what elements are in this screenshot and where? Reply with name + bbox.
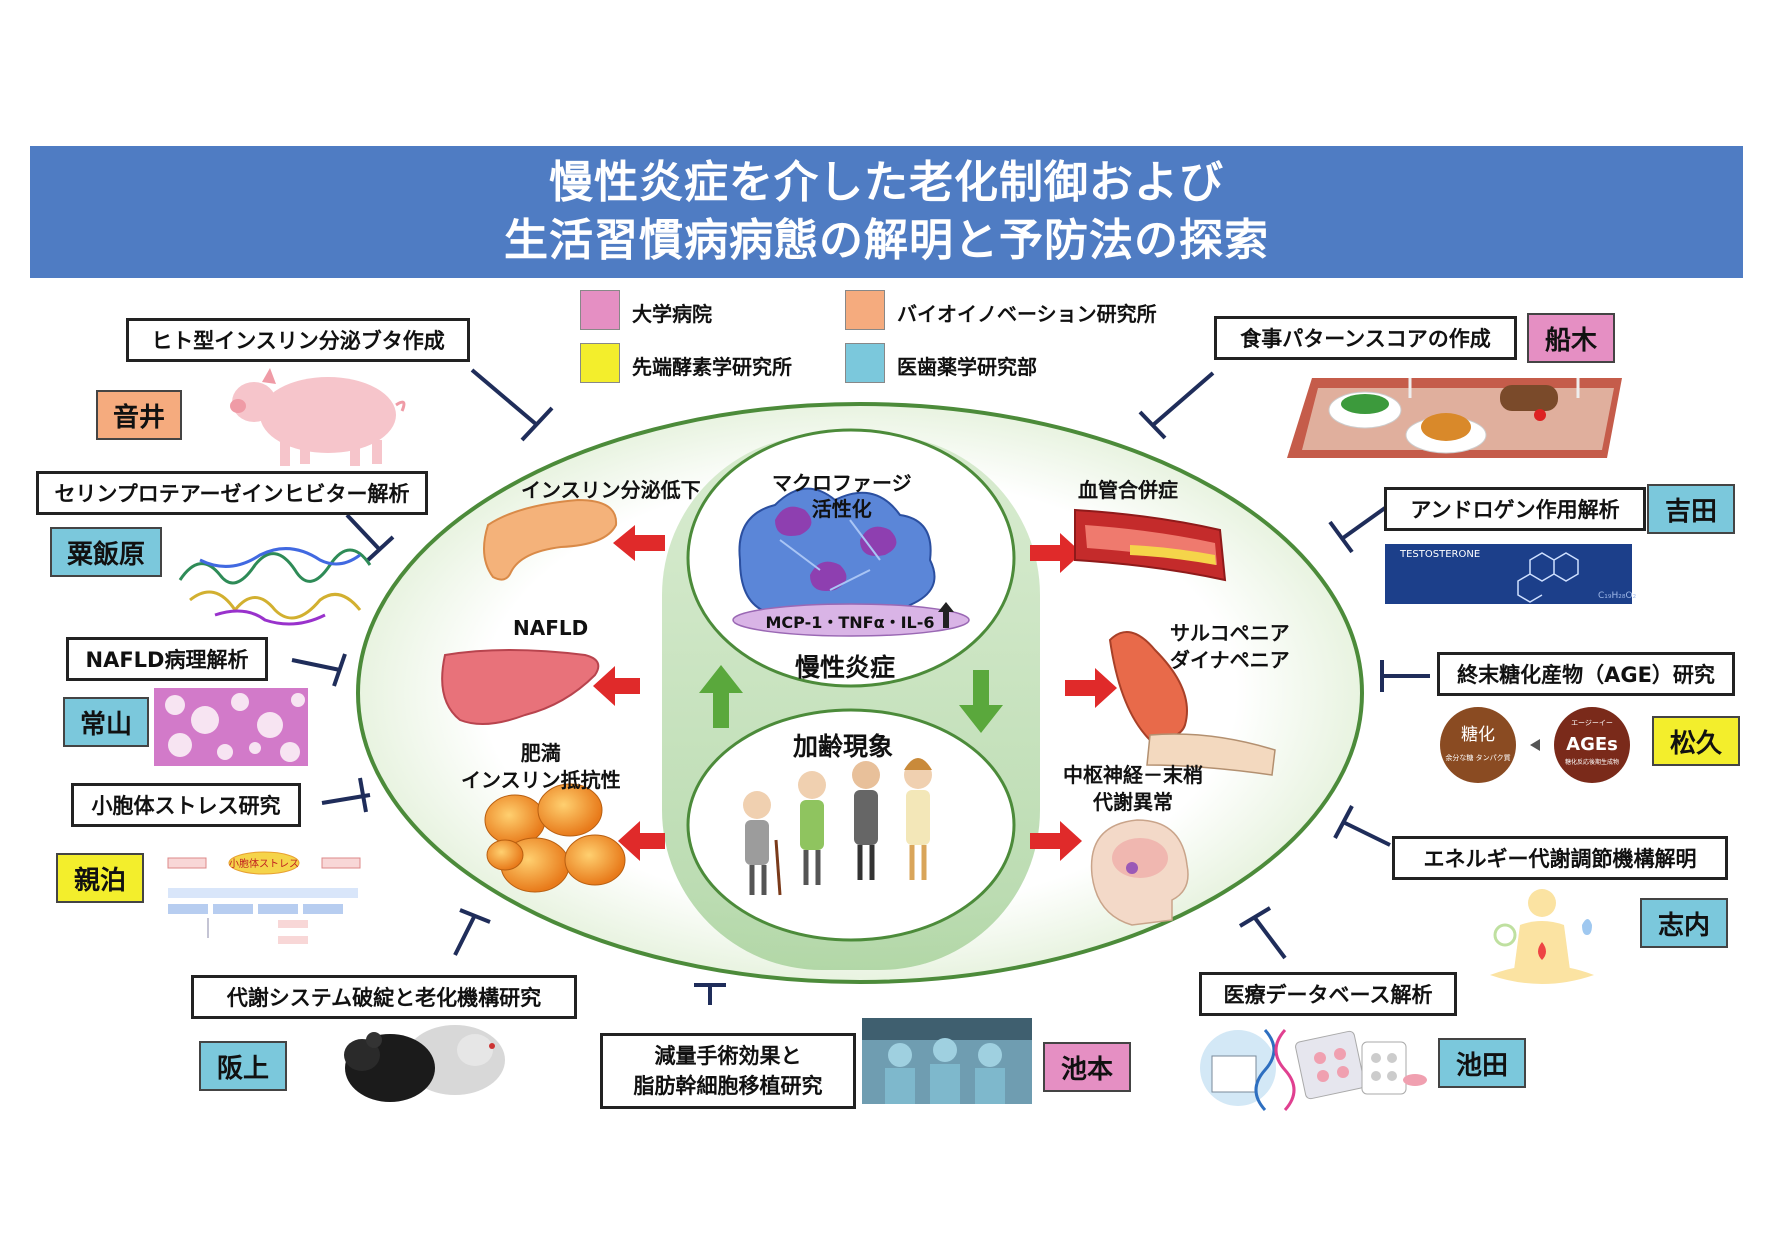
- macrophage-cells: [738, 487, 936, 626]
- topic-database: 医療データベース解析: [1199, 972, 1457, 1016]
- dinner-table-illustration: [1287, 378, 1622, 458]
- title-banner: 慢性炎症を介した老化制御および 生活習慣病病態の解明と予防法の探索: [30, 146, 1743, 278]
- neuro-label: 中枢神経－末梢 代謝異常: [1063, 762, 1203, 816]
- obesity-label: 肥満 インスリン抵抗性: [461, 740, 621, 794]
- person-tsuneyama: 常山: [63, 697, 149, 747]
- title-line-1: 慢性炎症を介した老化制御および: [549, 157, 1224, 208]
- liver-illustration: [441, 649, 600, 725]
- person-sakaue: 阪上: [199, 1041, 287, 1091]
- protein-structure-illustration: [178, 547, 372, 626]
- er-stress-chart-image: 小胞体ストレス: [166, 851, 361, 948]
- surgery-photo: [862, 1018, 1032, 1104]
- person-matsuhisa: 松久: [1652, 716, 1740, 766]
- sarcopenia-label: サルコペニア ダイナペニア: [1170, 620, 1290, 674]
- legend-label-enzyme: 先端酵素学研究所: [632, 355, 792, 379]
- red-arrow-pancreas-icon: [613, 525, 665, 561]
- ages-ruby-label: エージーイー: [1571, 719, 1613, 727]
- age-circles-illustration: 糖化 余分な糖 タンパク質 エージーイー AGEs 糖化反応後期生成物: [1440, 707, 1630, 783]
- nafld-histology-image: [154, 688, 308, 766]
- macrophage-label-line-1: マクロファージ: [772, 471, 912, 495]
- topic-er-stress: 小胞体ストレス研究: [71, 783, 301, 827]
- nafld-disease-label: NAFLD: [513, 616, 589, 640]
- brain-head-illustration: [1090, 819, 1189, 926]
- person-ikeda: 池田: [1438, 1038, 1526, 1088]
- glycation-sub-label: 余分な糖 タンパク質: [1445, 753, 1510, 762]
- cytokine-label: MCP-1・TNFα・IL-6: [765, 613, 935, 632]
- legend-label-bioinnovation: バイオイノベーション研究所: [897, 302, 1157, 326]
- sarcopenia-label-line-2: ダイナペニア: [1170, 648, 1290, 672]
- legend-label-medical: 医歯薬学研究部: [897, 355, 1037, 379]
- red-arrow-muscle-icon: [1065, 668, 1117, 708]
- person-shiuchi: 志内: [1640, 898, 1728, 948]
- mice-illustration: [344, 1025, 505, 1102]
- insulin-secretion-label: インスリン分泌低下: [521, 478, 701, 502]
- ages-sub-label: 糖化反応後期生成物: [1565, 758, 1619, 766]
- aging-ellipse: [686, 708, 1016, 942]
- pig-illustration: [230, 368, 406, 466]
- person-otoi: 音井: [96, 390, 182, 440]
- topic-serine: セリンプロテアーゼインヒビター解析: [36, 471, 428, 515]
- glycation-label: 糖化: [1461, 725, 1495, 745]
- neuro-label-line-2: 代謝異常: [1093, 790, 1173, 814]
- up-arrow-icon: [938, 602, 954, 628]
- topic-metabolic: 代謝システム破綻と老化機構研究: [191, 975, 577, 1019]
- neuro-label-line-1: 中枢神経－末梢: [1063, 763, 1203, 787]
- red-arrow-vessel-icon: [1030, 533, 1082, 573]
- inhibition-connectors: [291, 368, 1430, 1005]
- topic-age: 終末糖化産物（AGE）研究: [1437, 652, 1735, 696]
- sarcopenia-label-line-1: サルコペニア: [1170, 621, 1290, 645]
- topic-bariatric: 減量手術効果と 脂肪幹細胞移植研究: [600, 1033, 856, 1109]
- down-green-arrow-icon: [959, 670, 1003, 733]
- legend-swatch-hospital: [580, 290, 620, 330]
- legend-swatch-bioinnovation: [845, 290, 885, 330]
- red-arrow-fat-icon: [618, 821, 665, 861]
- vascular-label: 血管合併症: [1078, 478, 1178, 502]
- testosterone-label: TESTOSTERONE: [1399, 549, 1480, 560]
- up-green-arrow-icon: [699, 665, 743, 728]
- person-ikemoto: 池本: [1043, 1042, 1131, 1092]
- testosterone-formula: C₁₉H₂₈O₂: [1598, 591, 1637, 601]
- aging-label: 加齢現象: [793, 732, 894, 761]
- chronic-inflammation-label: 慢性炎症: [795, 653, 896, 682]
- topic-androgen: アンドロゲン作用解析: [1384, 487, 1646, 531]
- macrophage-label: マクロファージ 活性化: [772, 470, 912, 522]
- obesity-label-line-2: インスリン抵抗性: [461, 768, 621, 792]
- testosterone-image: TESTOSTERONE C₁₉H₂₈O₂: [1385, 544, 1637, 604]
- topic-bariatric-line-1: 減量手術効果と: [654, 1044, 802, 1068]
- topic-pig: ヒト型インスリン分泌ブタ作成: [126, 318, 470, 362]
- person-aihara: 粟飯原: [50, 527, 162, 577]
- topic-nafld: NAFLD病理解析: [66, 637, 268, 681]
- legend-swatch-enzyme: [580, 343, 620, 383]
- topic-diet: 食事パターンスコアの作成: [1214, 316, 1517, 360]
- database-illustration: [1200, 1028, 1427, 1112]
- obesity-label-line-1: 肥満: [520, 741, 561, 765]
- er-stress-header: 小胞体ストレス: [229, 858, 299, 870]
- topic-energy: エネルギー代謝調節機構解明: [1392, 836, 1728, 880]
- red-arrow-brain-icon: [1030, 821, 1082, 861]
- blood-vessel-illustration: [1074, 508, 1227, 582]
- person-funaki: 船木: [1527, 313, 1615, 363]
- title-line-2: 生活習慣病病態の解明と予防法の探索: [504, 215, 1269, 266]
- legend-label-hospital: 大学病院: [632, 302, 712, 326]
- muscle-arm-illustration: [1108, 631, 1276, 776]
- person-yoshida: 吉田: [1647, 484, 1735, 534]
- ages-label: AGEs: [1566, 734, 1618, 755]
- elderly-people-illustration: [743, 758, 932, 896]
- cytokine-bar: [732, 603, 970, 637]
- legend-swatch-medical: [845, 343, 885, 383]
- person-oyadomari: 親泊: [56, 853, 144, 903]
- pancreas-illustration: [483, 498, 618, 581]
- red-arrow-liver-icon: [593, 666, 640, 706]
- macrophage-label-line-2: 活性化: [811, 497, 872, 521]
- fat-cells-illustration: [484, 783, 626, 893]
- meditation-illustration: [1490, 889, 1594, 984]
- topic-bariatric-line-2: 脂肪幹細胞移植研究: [633, 1074, 823, 1098]
